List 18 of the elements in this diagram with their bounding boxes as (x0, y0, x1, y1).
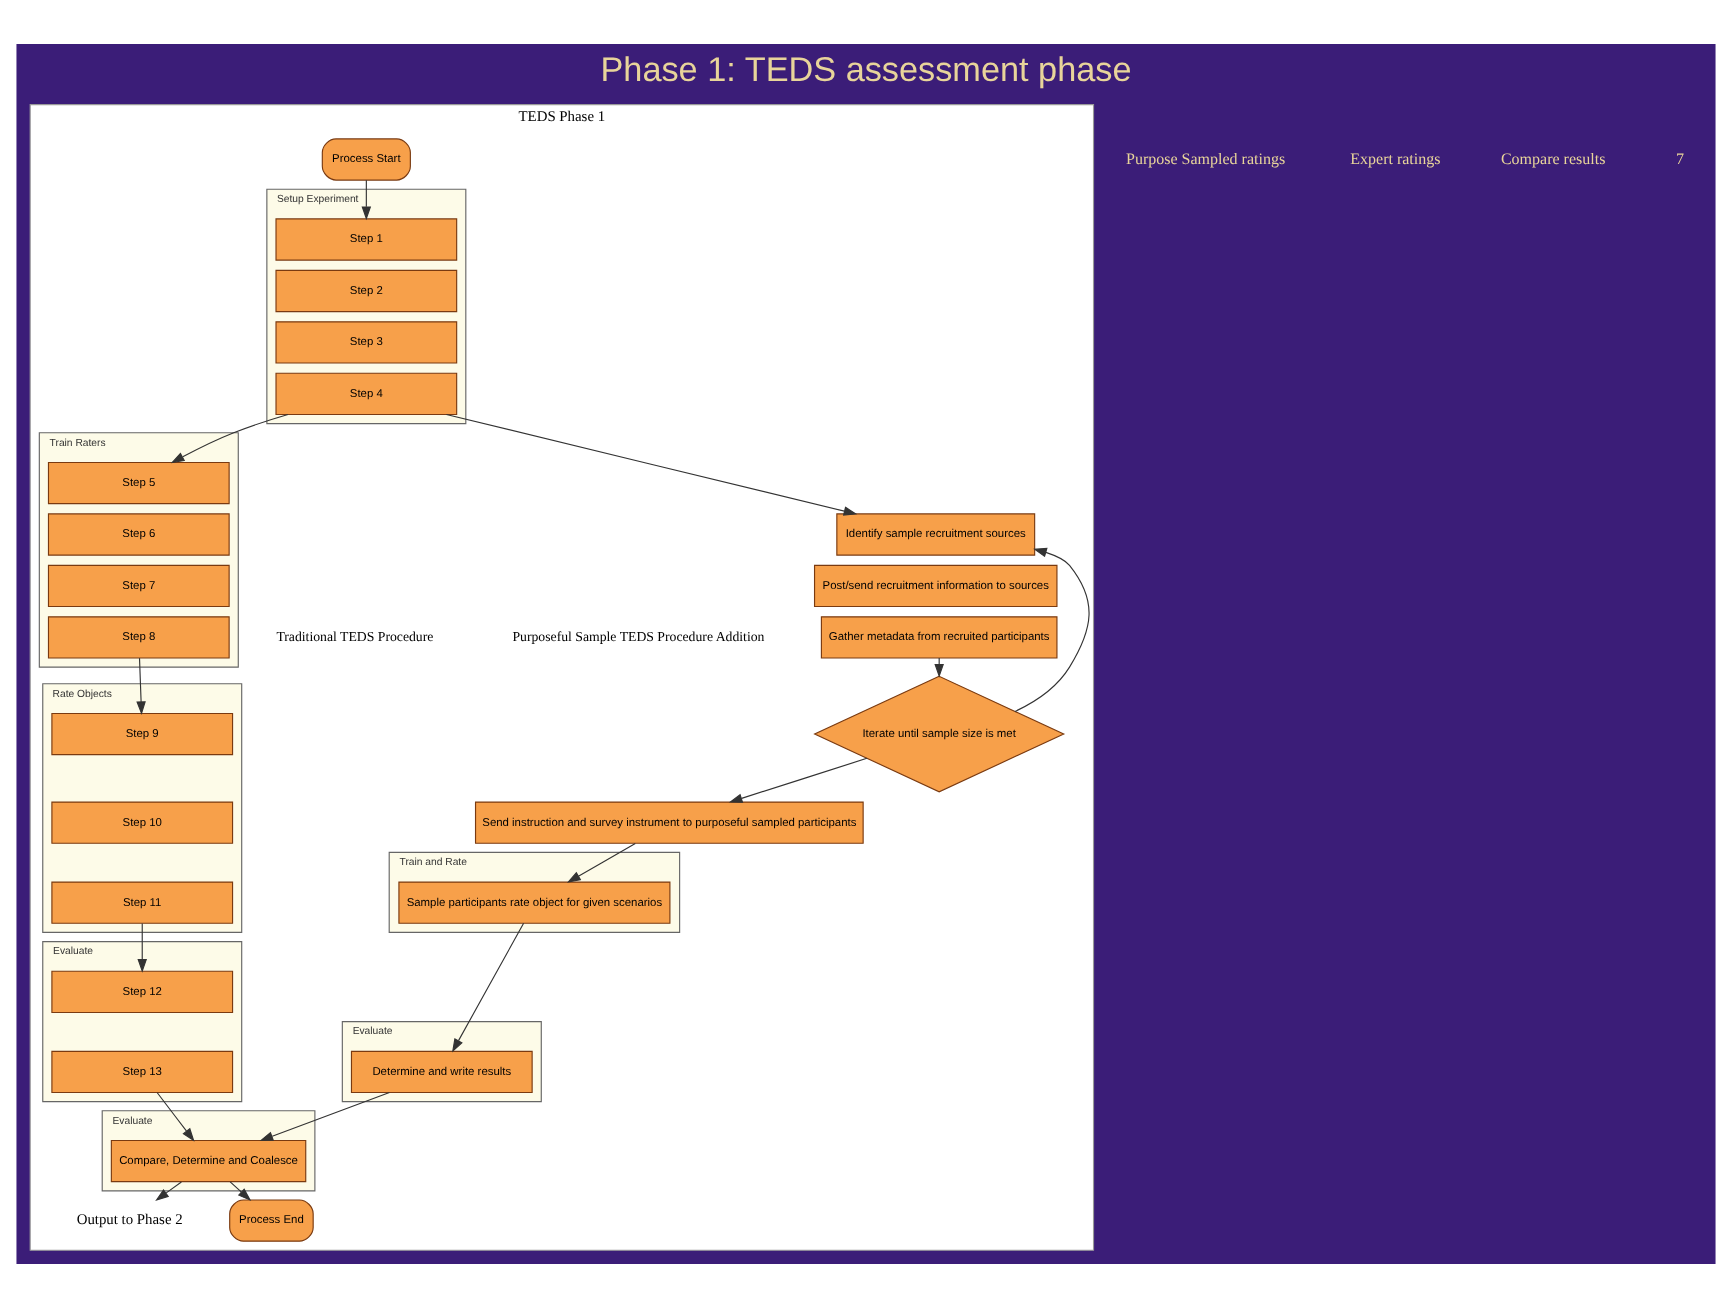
arrow (156, 1092, 195, 1142)
arrow (137, 922, 148, 973)
label: 7 (1676, 149, 1685, 168)
arrow (229, 1181, 252, 1202)
arrow (566, 842, 636, 883)
label: Purpose Sampled ratings (1126, 149, 1286, 168)
arrow (155, 1181, 182, 1201)
diagram-title: Phase 1: TEDS assessment phase (600, 48, 1132, 89)
arrow (728, 757, 868, 803)
arrow (259, 1092, 391, 1141)
arrow (361, 179, 372, 221)
arrow (445, 413, 858, 516)
arrow (1014, 547, 1090, 712)
label: Expert ratings (1350, 149, 1441, 168)
arrow (136, 657, 146, 716)
arrow (170, 413, 289, 464)
label: Compare results (1500, 149, 1606, 168)
arrow (452, 922, 525, 1053)
